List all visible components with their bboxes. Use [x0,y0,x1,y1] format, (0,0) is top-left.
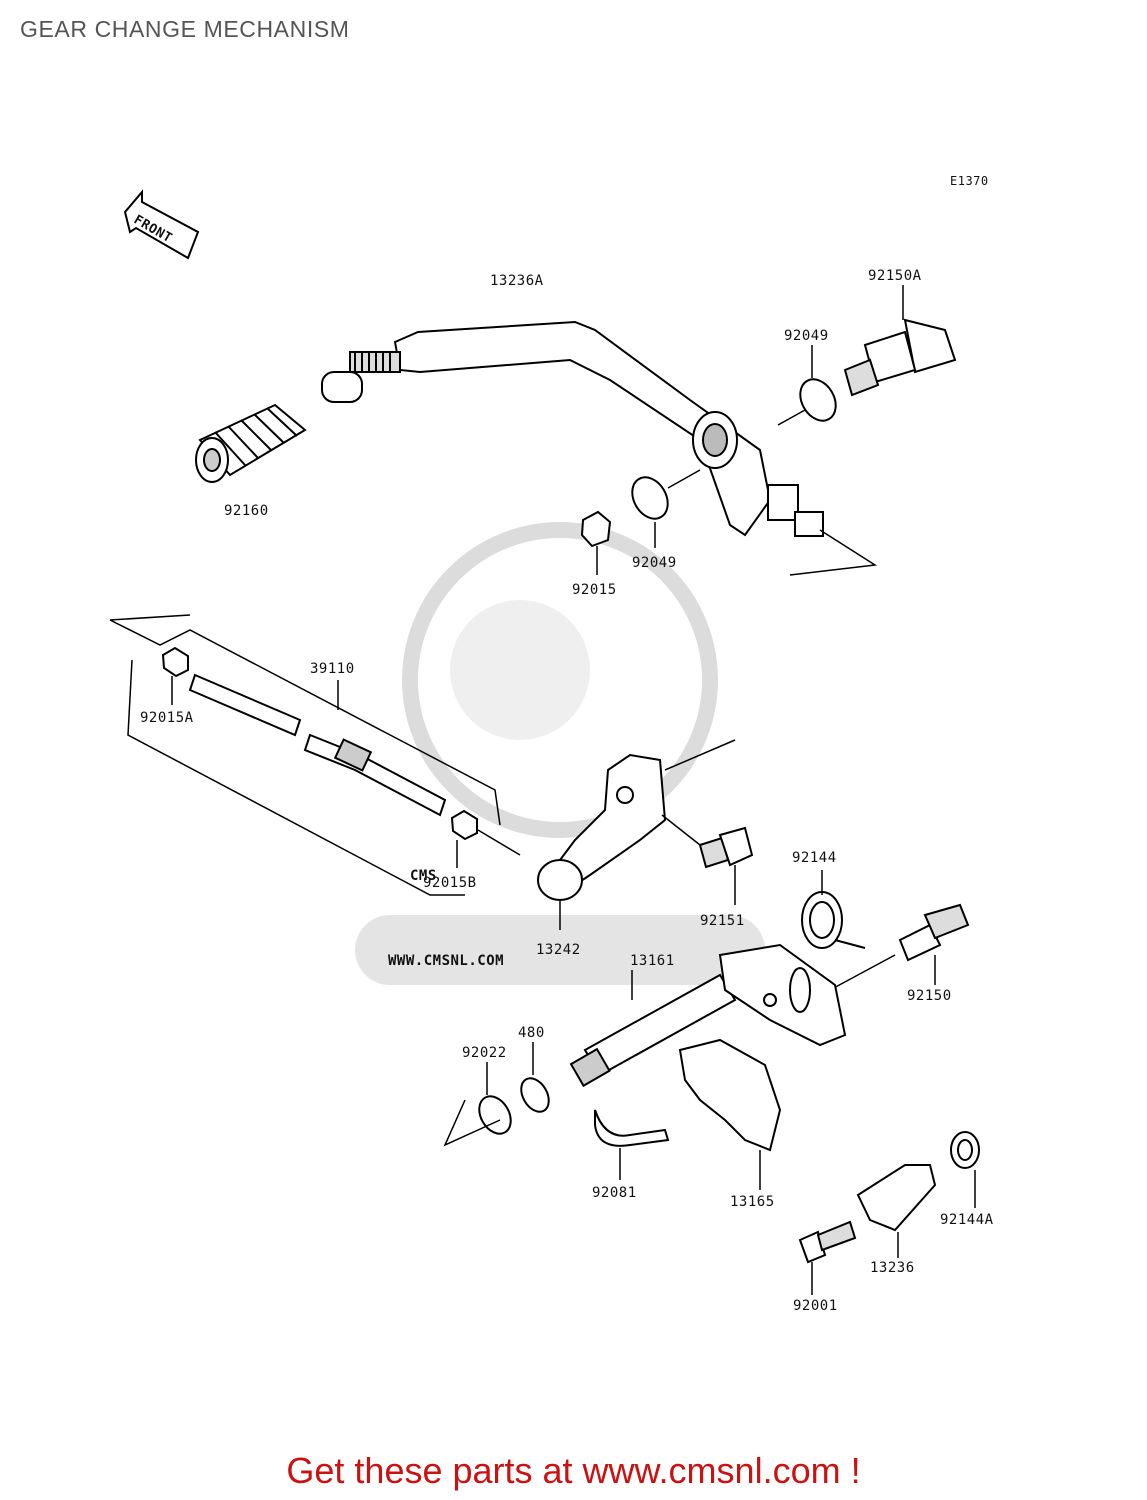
part-label: 13236 [870,1260,915,1276]
part-label: 92160 [224,503,269,519]
washer-92022 [478,1095,512,1135]
shift-lever [537,753,667,901]
nut-92015b [450,809,478,841]
bolt-92151 [698,826,754,869]
part-label: 480 [518,1025,545,1041]
part-label: 92022 [462,1045,507,1061]
part-label: 92015B [423,875,477,891]
part-label: 92144A [940,1212,994,1228]
front-arrow-icon: FRONT [123,189,200,260]
part-label: 92150 [907,988,952,1004]
shift-pedal [321,320,824,537]
guide-92081 [594,1109,670,1147]
part-label: 92144 [792,850,837,866]
nut-92015 [580,510,612,548]
bolt-92001 [798,1220,857,1264]
rod-frame-lower [127,659,465,896]
footer-cta-link[interactable]: Get these parts at www.cmsnl.com ! [286,1450,861,1491]
nut-92015a [161,646,189,678]
rod-frame [109,614,191,621]
pedal-rubber [195,403,307,483]
washer-lower [631,476,669,520]
lever-lead [664,739,736,771]
part-label: 13242 [536,942,581,958]
part-label: 13165 [730,1194,775,1210]
part-label: 92049 [784,328,829,344]
diagram-code: E1370 [950,174,989,188]
part-label: 92151 [700,913,745,929]
pedal-pivot-lead [789,529,878,576]
spring-92144 [801,891,866,949]
part-label: 92049 [632,555,677,571]
part-label: 39110 [310,661,355,677]
watermark-brand: CMS [410,868,437,884]
circlip-480 [520,1077,550,1113]
part-label: 92081 [592,1185,637,1201]
part-label: 92150A [868,268,922,284]
washer-upper [799,378,837,422]
part-label: 13236A [490,273,544,289]
part-label: 92001 [793,1298,838,1314]
part-label: 13161 [630,953,675,969]
pin-92150 [898,903,970,962]
spring-92144a [950,1131,980,1169]
rod-frame-lines [109,619,501,826]
plate-13165 [678,1038,782,1152]
watermark: CMS WWW.CMSNL.COM [355,522,765,985]
lever-13236 [856,1164,937,1232]
tie-rod [188,673,447,817]
pivot-bolt [843,318,957,397]
shift-shaft [569,943,847,1088]
part-label: 92015A [140,710,194,726]
watermark-url: WWW.CMSNL.COM [388,953,504,969]
page-title: GEAR CHANGE MECHANISM [20,16,350,42]
part-label: 92015 [572,582,617,598]
